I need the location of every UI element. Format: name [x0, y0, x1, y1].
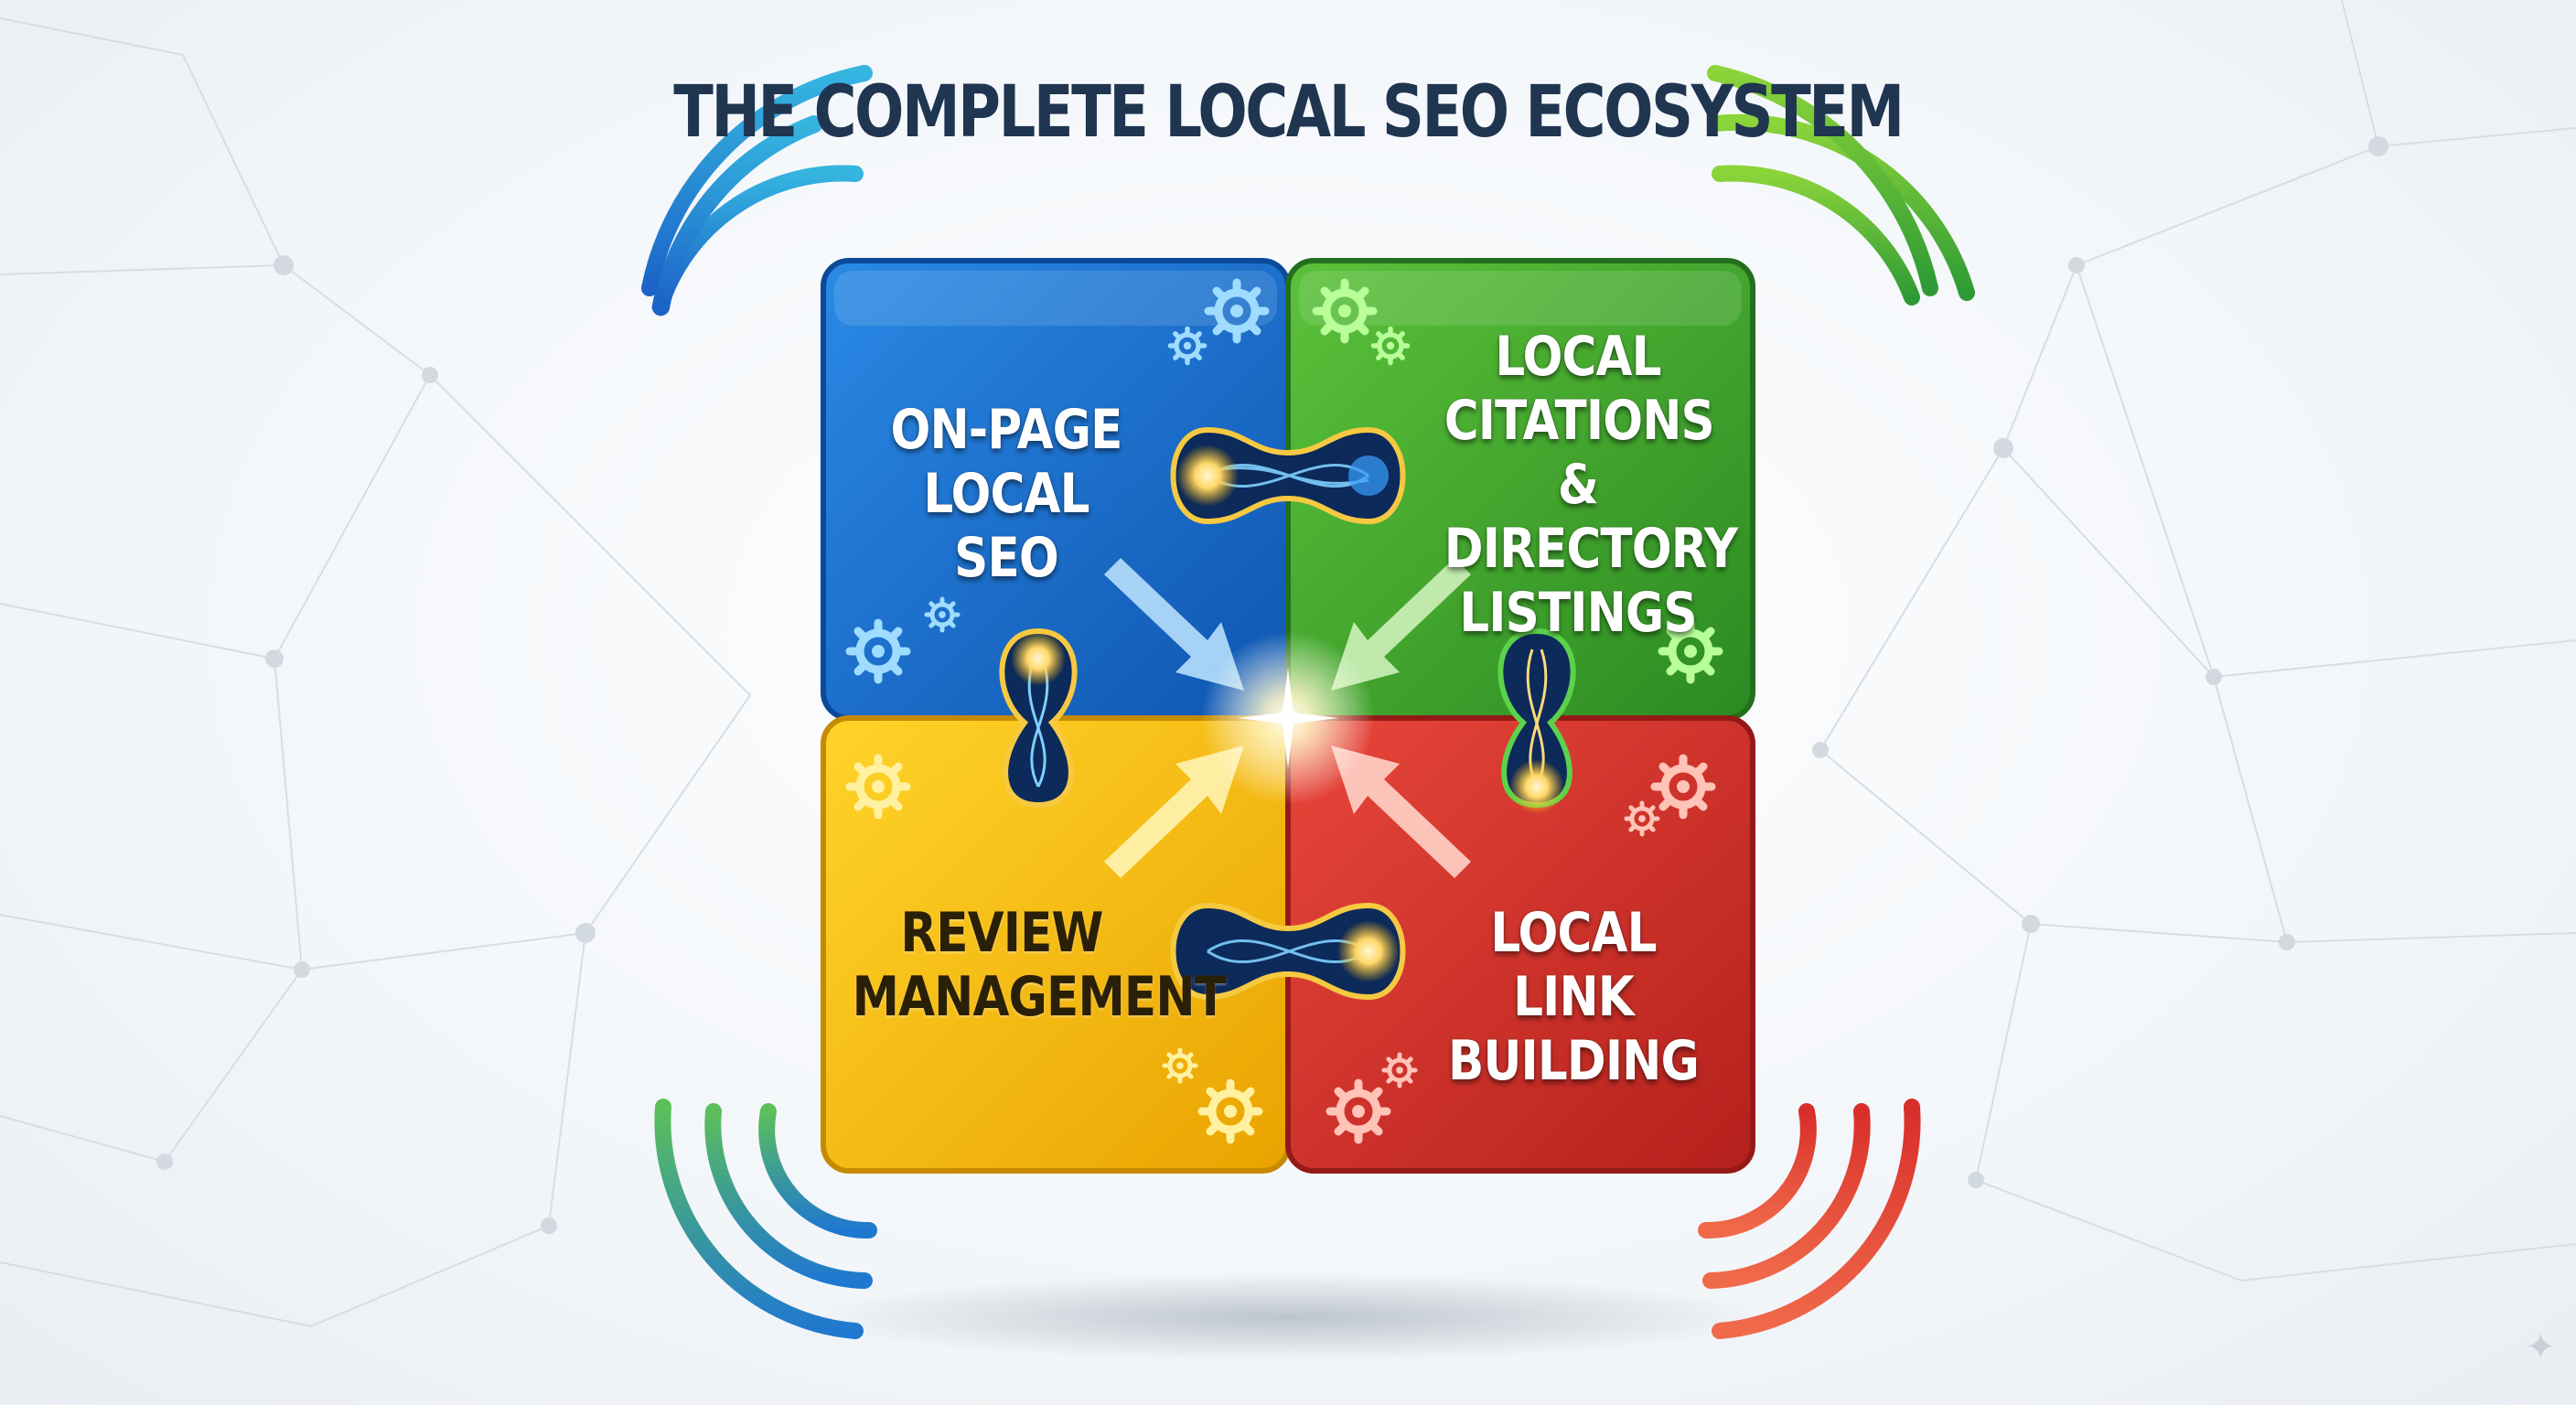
- wifi-wave-icon: [641, 65, 873, 316]
- background-network-nodes: [156, 136, 2388, 1234]
- label-line: CITATIONS &: [1444, 389, 1715, 517]
- label-links: LOCAL LINK BUILDING: [1432, 901, 1715, 1093]
- label-line: ON-PAGE: [890, 398, 1122, 462]
- label-line: BUILDING: [1447, 1029, 1700, 1093]
- label-on-page: ON-PAGE LOCAL SEO: [873, 398, 1140, 590]
- arrow-icon: [1331, 745, 1471, 878]
- wifi-wave-icon: [1707, 65, 1975, 306]
- label-line: LISTINGS: [1459, 581, 1697, 645]
- connector-tab-bottom: [1170, 902, 1406, 1001]
- connector-tab-left: [999, 627, 1078, 809]
- label-line: REVIEW: [900, 901, 1103, 965]
- ground-shadow: [812, 1273, 1764, 1361]
- watermark-sparkle-icon: ✦: [2525, 1326, 2556, 1368]
- label-line: LOCAL LINK: [1490, 901, 1657, 1029]
- label-line: LOCAL: [1495, 325, 1661, 389]
- label-line: DIRECTORY: [1444, 517, 1738, 581]
- label-reviews: REVIEW MANAGEMENT: [852, 901, 1227, 1029]
- label-line: MANAGEMENT: [852, 965, 1227, 1029]
- wifi-wave-icon: [1698, 1099, 1921, 1339]
- arrow-icon: [1331, 558, 1471, 691]
- puzzle-piece-citations: [1285, 258, 1755, 721]
- label-citations: LOCAL CITATIONS & DIRECTORY LISTINGS: [1444, 325, 1738, 645]
- diagram-title: THE COMPLETE LOCAL SEO ECOSYSTEM: [673, 71, 1905, 154]
- connector-tab-top: [1170, 426, 1406, 525]
- center-spark: [1238, 668, 1338, 768]
- arrow-icon: [1104, 745, 1244, 878]
- wifi-wave-icon: [654, 1099, 877, 1339]
- connector-tab-right: [1497, 627, 1576, 814]
- label-line: LOCAL SEO: [923, 462, 1089, 590]
- arrow-icon: [1104, 558, 1244, 691]
